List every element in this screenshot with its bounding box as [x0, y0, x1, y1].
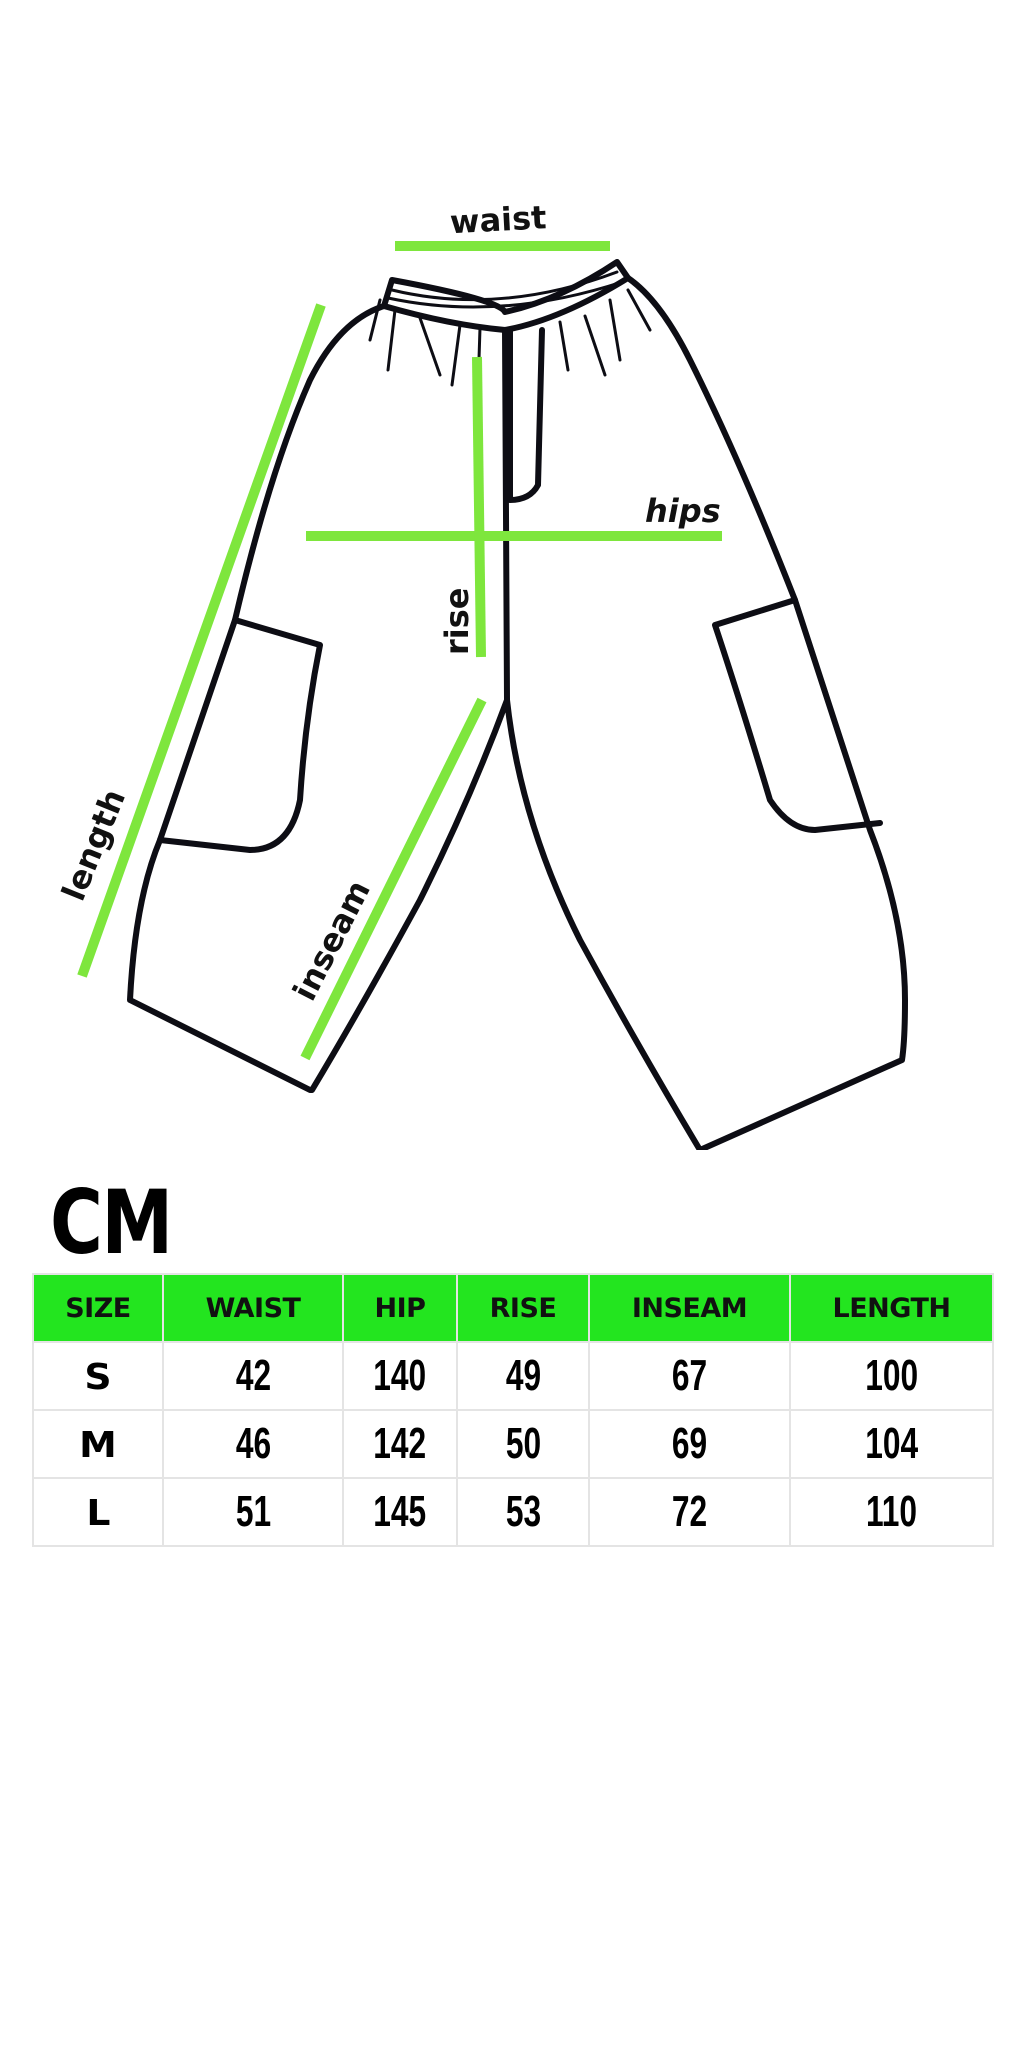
column-header-length: LENGTH: [789, 1273, 994, 1343]
waist-value: 46: [235, 1419, 271, 1468]
length-cell: 100: [789, 1341, 994, 1411]
waist-cell: 42: [162, 1341, 344, 1411]
rise-value: 53: [505, 1487, 541, 1536]
hip-value: 142: [373, 1419, 427, 1468]
unit-title: CM: [50, 1171, 173, 1274]
hip-value: 145: [373, 1487, 427, 1536]
column-header-waist: WAIST: [162, 1273, 344, 1343]
inseam-value: 72: [671, 1487, 708, 1536]
rise-value: 50: [505, 1419, 541, 1468]
waist-value: 42: [235, 1351, 271, 1400]
length-cell: 104: [789, 1409, 994, 1479]
hip-cell: 145: [342, 1477, 458, 1547]
inseam-value: 67: [671, 1351, 708, 1400]
waist-value: 51: [235, 1487, 271, 1536]
length-line: [77, 303, 326, 978]
length-value: 110: [865, 1487, 918, 1536]
length-value: 104: [865, 1419, 918, 1468]
size-value: S: [84, 1356, 112, 1398]
measurement-lines: [77, 241, 722, 1061]
column-header-size: SIZE: [32, 1273, 164, 1343]
hip-value: 140: [373, 1351, 427, 1400]
table-header-row: SIZE WAIST HIP RISE INSEAM LENGTH: [32, 1273, 994, 1343]
inseam-value: 69: [671, 1419, 708, 1468]
rise-line: [472, 356, 486, 658]
table-row: S 42 140 49 67 100: [32, 1341, 994, 1411]
length-label: length: [54, 784, 133, 906]
inseam-cell: 69: [588, 1409, 791, 1479]
size-value: M: [79, 1424, 117, 1466]
hip-cell: 142: [342, 1409, 458, 1479]
waist-label: waist: [449, 198, 547, 241]
size-value: L: [85, 1492, 111, 1534]
length-cell: 110: [789, 1477, 994, 1547]
rise-value: 49: [505, 1351, 541, 1400]
size-chart-table: SIZE WAIST HIP RISE INSEAM LENGTH S 42 1…: [32, 1273, 994, 1547]
inseam-line: [300, 697, 487, 1061]
length-value: 100: [865, 1351, 918, 1400]
table-row: M 46 142 50 69 104: [32, 1409, 994, 1479]
rise-cell: 49: [456, 1341, 590, 1411]
rise-label: rise: [438, 588, 476, 656]
rise-cell: 53: [456, 1477, 590, 1547]
size-cell: S: [32, 1341, 164, 1411]
waist-cell: 51: [162, 1477, 344, 1547]
inseam-cell: 72: [588, 1477, 791, 1547]
hips-label: hips: [645, 492, 721, 530]
inseam-cell: 67: [588, 1341, 791, 1411]
column-header-inseam: INSEAM: [588, 1273, 791, 1343]
column-header-hip: HIP: [342, 1273, 458, 1343]
hip-cell: 140: [342, 1341, 458, 1411]
table-row: L 51 145 53 72 110: [32, 1477, 994, 1547]
size-cell: L: [32, 1477, 164, 1547]
column-header-rise: RISE: [456, 1273, 590, 1343]
rise-cell: 50: [456, 1409, 590, 1479]
size-cell: M: [32, 1409, 164, 1479]
pants-measurement-diagram: waist hips rise length inseam: [54, 198, 908, 1150]
waist-cell: 46: [162, 1409, 344, 1479]
pants-outline: [127, 259, 908, 1150]
